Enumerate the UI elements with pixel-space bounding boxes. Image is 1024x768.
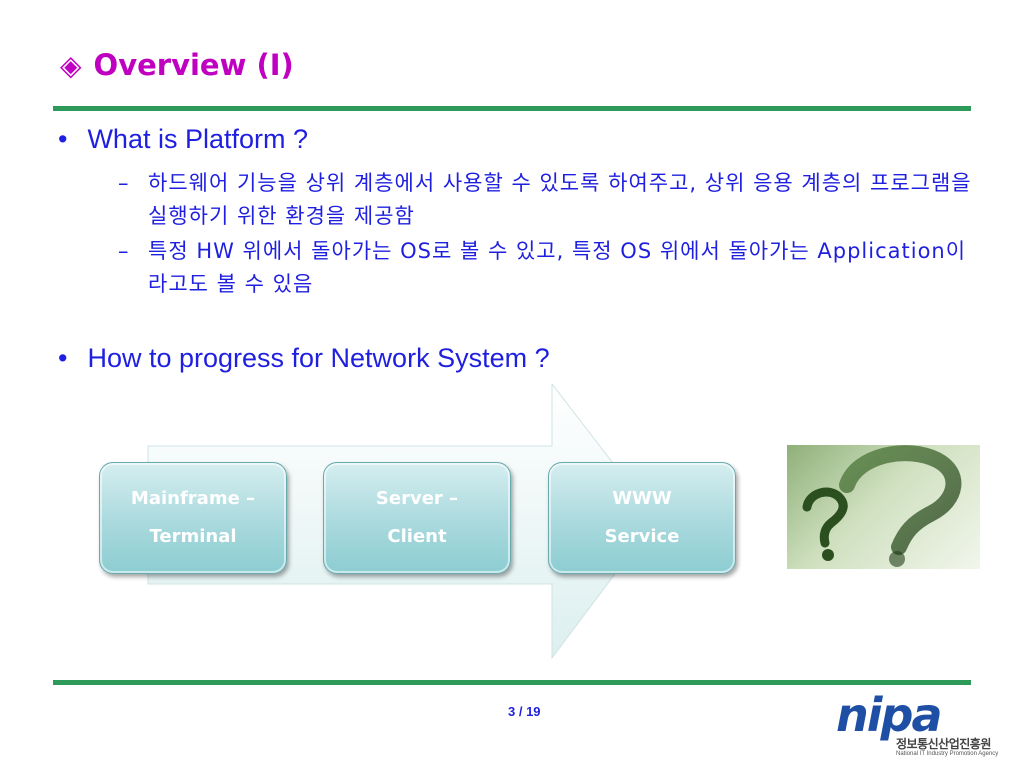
logo-korean-name: 정보통신산업진흥원 (896, 737, 991, 751)
step-line1: Mainframe – (130, 488, 256, 509)
step-line1: WWW (612, 488, 672, 509)
bullet-dot-icon: • (58, 124, 68, 154)
logo-english-name: National IT Industry Promotion Agency (896, 751, 999, 757)
question-mark-icon (802, 445, 962, 567)
bullet-dot-icon: • (58, 343, 68, 373)
bottom-divider (53, 680, 971, 685)
top-divider (53, 106, 971, 111)
sub-bullet-2: – 특정 HW 위에서 돌아가는 OS로 볼 수 있고, 특정 OS 위에서 돌… (118, 235, 978, 301)
logo-mark: nipa (836, 688, 942, 742)
page-number: 3 / 19 (508, 704, 541, 719)
diamond-icon: ◈ (60, 48, 82, 82)
bullet-item-platform: • What is Platform ? (58, 124, 308, 155)
bullet-text: How to progress for Network System ? (87, 343, 550, 373)
dash-icon: – (118, 171, 129, 195)
step-www-service: WWW Service (548, 462, 736, 574)
slide-title-text: Overview (I) (93, 48, 294, 82)
sub-bullet-text: 하드웨어 기능을 상위 계층에서 사용할 수 있도록 하여주고, 상위 응용 계… (148, 171, 972, 228)
step-server-client: Server – Client (323, 462, 511, 574)
nipa-logo: nipa 정보통신산업진흥원 National IT Industry Prom… (836, 688, 1016, 764)
dash-icon: – (118, 239, 129, 263)
bullet-text: What is Platform ? (87, 124, 309, 154)
step-line1: Server – (375, 488, 459, 509)
question-mark-image (787, 445, 980, 569)
step-line2: Terminal (149, 526, 237, 547)
step-line2: Service (604, 526, 680, 547)
sub-bullet-text: 특정 HW 위에서 돌아가는 OS로 볼 수 있고, 특정 OS 위에서 돌아가… (148, 239, 967, 296)
step-line2: Client (387, 526, 447, 547)
sub-bullet-1: – 하드웨어 기능을 상위 계층에서 사용할 수 있도록 하여주고, 상위 응용… (118, 167, 978, 233)
bullet-item-network: • How to progress for Network System ? (58, 343, 550, 374)
process-diagram: Mainframe – Terminal Server – Client WWW… (96, 384, 756, 662)
step-mainframe-terminal: Mainframe – Terminal (99, 462, 287, 574)
slide-title: ◈ Overview (I) (60, 48, 294, 82)
